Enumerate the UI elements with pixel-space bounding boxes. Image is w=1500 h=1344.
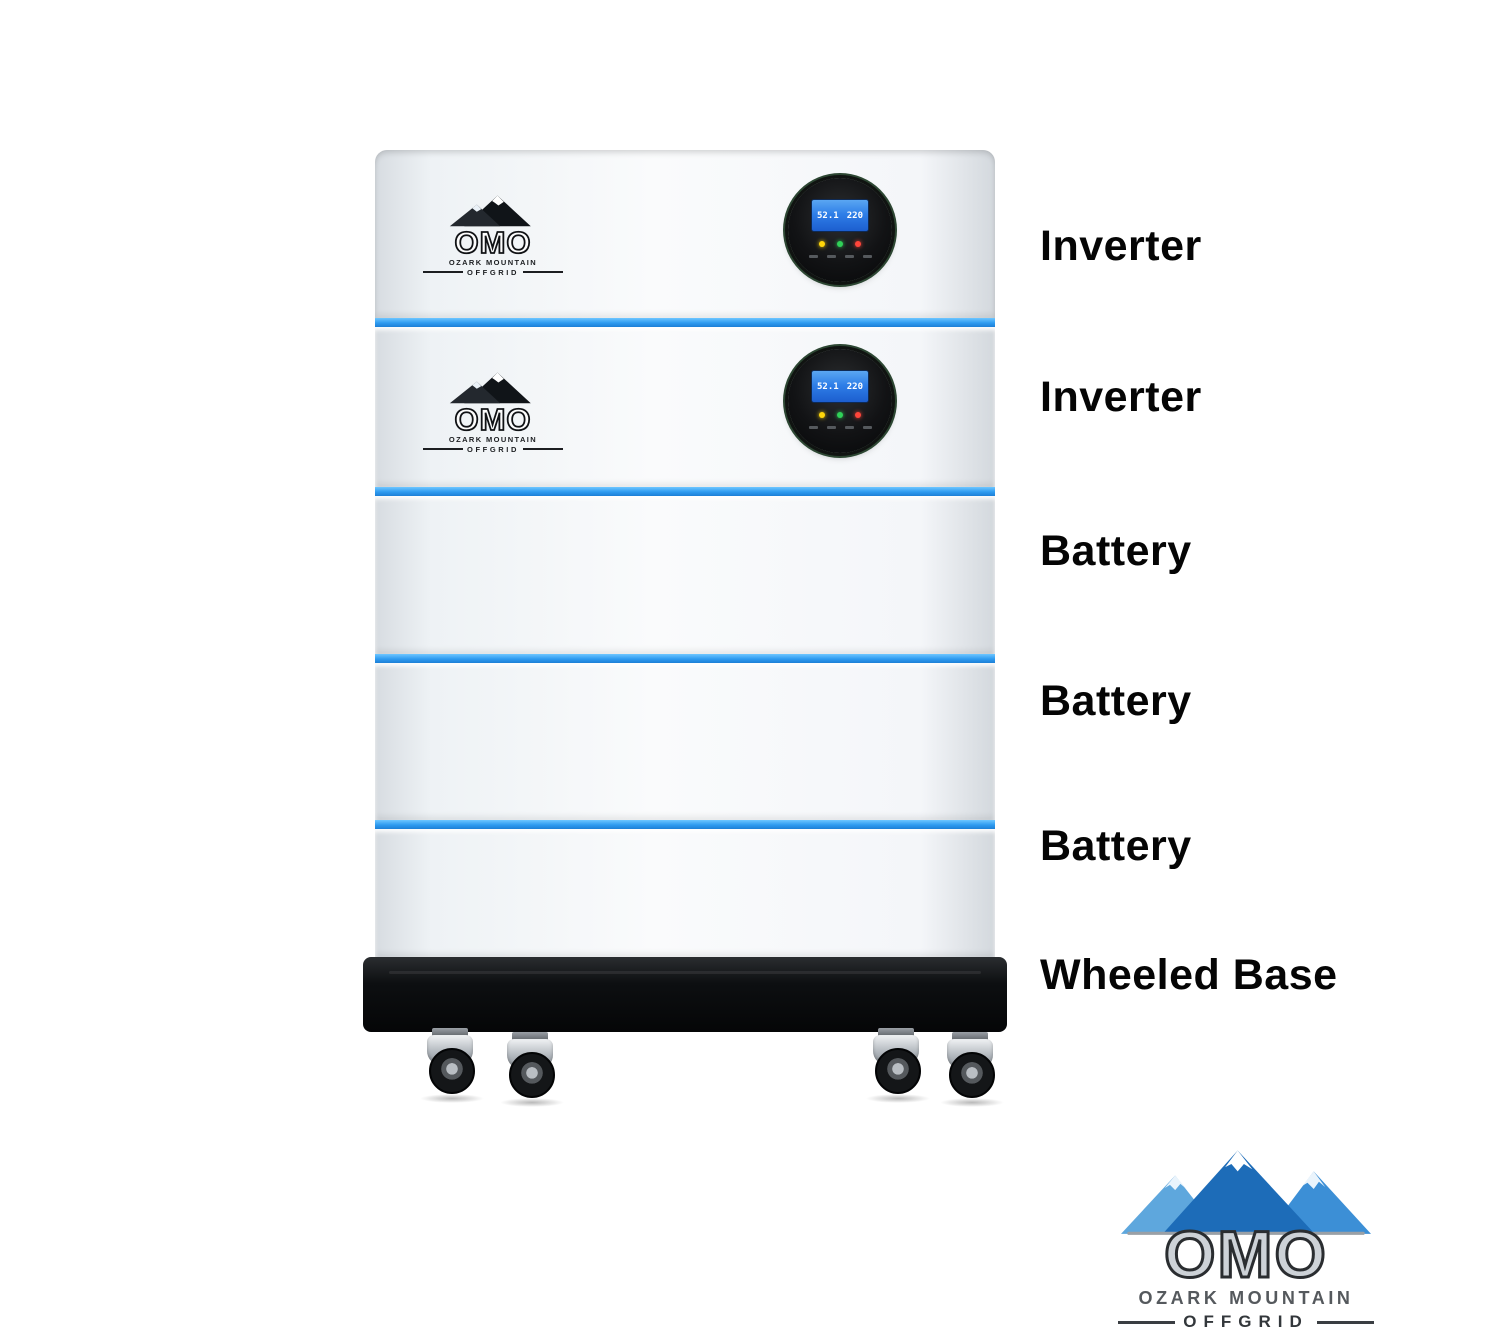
led-red-icon xyxy=(855,412,861,418)
panel-brand-line2-row: OFFGRID xyxy=(423,267,564,277)
wheeled-base xyxy=(363,957,1007,1032)
wheel-icon xyxy=(429,1048,475,1094)
display-button xyxy=(826,426,836,429)
base-sheen xyxy=(388,971,982,974)
rule-left xyxy=(1118,1320,1176,1324)
rule-right xyxy=(1316,1320,1374,1324)
annotation-wheeled-base: Wheeled Base xyxy=(1040,951,1338,999)
display-button xyxy=(826,255,836,258)
led-red-icon xyxy=(855,241,861,247)
lcd-value-right: 220 xyxy=(846,381,863,392)
inverter-display-2: 52.1 220 xyxy=(788,349,892,453)
divider-stripe xyxy=(375,487,995,496)
lcd-value-left: 52.1 xyxy=(817,210,839,221)
led-yellow-icon xyxy=(819,241,825,247)
status-led-row xyxy=(788,241,892,247)
inverter-display-1: 52.1 220 xyxy=(788,178,892,282)
panel-brand-logo: OMO OZARK MOUNTAIN OFFGRID xyxy=(423,192,564,277)
battery-panel-1 xyxy=(375,496,995,654)
rule-left xyxy=(423,271,464,274)
display-button xyxy=(844,255,854,258)
divider-stripe xyxy=(375,820,995,829)
brand-line1: OZARK MOUNTAIN xyxy=(1138,1288,1354,1309)
annotation-inverter-2: Inverter xyxy=(1040,373,1202,421)
annotation-inverter-1: Inverter xyxy=(1040,222,1202,270)
wheel-icon xyxy=(875,1048,921,1094)
brand-text: OMO xyxy=(1163,1217,1328,1291)
panel-brand-line1: OZARK MOUNTAIN xyxy=(448,257,538,267)
caster-wheel-back-left xyxy=(412,1028,488,1103)
display-button xyxy=(862,426,872,429)
inverter-panel-1: OMO OZARK MOUNTAIN OFFGRID 52.1 220 xyxy=(375,150,995,318)
panel-brand-logo: OMO OZARK MOUNTAIN OFFGRID xyxy=(423,369,564,454)
panel-brand-line2: OFFGRID xyxy=(467,267,519,277)
brand-logo: OMO OZARK MOUNTAIN OFFGRID xyxy=(1108,1140,1384,1332)
caster-shadow xyxy=(500,1098,564,1107)
brand-line2-row: OFFGRID xyxy=(1108,1312,1384,1332)
display-button xyxy=(808,255,818,258)
caster-mount xyxy=(432,1028,468,1037)
led-green-icon xyxy=(837,412,843,418)
lcd-screen: 52.1 220 xyxy=(811,370,869,403)
caster-wheel-front-left xyxy=(492,1032,568,1107)
caster-shadow xyxy=(940,1098,1004,1107)
battery-panel-3 xyxy=(375,829,995,957)
panel-brand-text: OMO xyxy=(454,402,532,437)
panel-brand-text: OMO xyxy=(454,225,532,260)
caster-wheel-front-right xyxy=(932,1032,1008,1107)
brand-line2: OFFGRID xyxy=(1183,1312,1309,1332)
lcd-screen: 52.1 220 xyxy=(811,199,869,232)
wheel-icon xyxy=(509,1052,555,1098)
rule-right xyxy=(522,271,564,274)
battery-panel-2 xyxy=(375,663,995,820)
annotation-battery-1: Battery xyxy=(1040,527,1192,575)
display-button xyxy=(844,426,854,429)
annotation-battery-2: Battery xyxy=(1040,677,1192,725)
panel-brand-line2: OFFGRID xyxy=(467,444,519,454)
caster-mount xyxy=(512,1032,548,1041)
mountain-logo-icon xyxy=(449,195,531,227)
led-yellow-icon xyxy=(819,412,825,418)
rule-right xyxy=(522,448,564,451)
rule-left xyxy=(423,448,464,451)
panel-brand-line1: OZARK MOUNTAIN xyxy=(448,434,538,444)
wheel-icon xyxy=(949,1052,995,1098)
display-button xyxy=(862,255,872,258)
annotation-battery-3: Battery xyxy=(1040,822,1192,870)
caster-shadow xyxy=(420,1094,484,1103)
mountain-logo-icon xyxy=(449,372,531,404)
lcd-value-left: 52.1 xyxy=(817,381,839,392)
caster-shadow xyxy=(866,1094,930,1103)
divider-stripe xyxy=(375,318,995,327)
caster-mount xyxy=(878,1028,914,1037)
panel-brand-line2-row: OFFGRID xyxy=(423,444,564,454)
caster-mount xyxy=(952,1032,988,1041)
caster-wheel-back-right xyxy=(858,1028,934,1103)
display-button-row xyxy=(788,255,892,258)
mountain-logo-icon xyxy=(1121,1150,1371,1235)
divider-stripe xyxy=(375,654,995,663)
inverter-panel-2: OMO OZARK MOUNTAIN OFFGRID 52.1 220 xyxy=(375,327,995,487)
display-button xyxy=(808,426,818,429)
power-stack-unit: OMO OZARK MOUNTAIN OFFGRID 52.1 220 xyxy=(363,150,1007,1032)
display-button-row xyxy=(788,426,892,429)
status-led-row xyxy=(788,412,892,418)
led-green-icon xyxy=(837,241,843,247)
lcd-value-right: 220 xyxy=(846,210,863,221)
